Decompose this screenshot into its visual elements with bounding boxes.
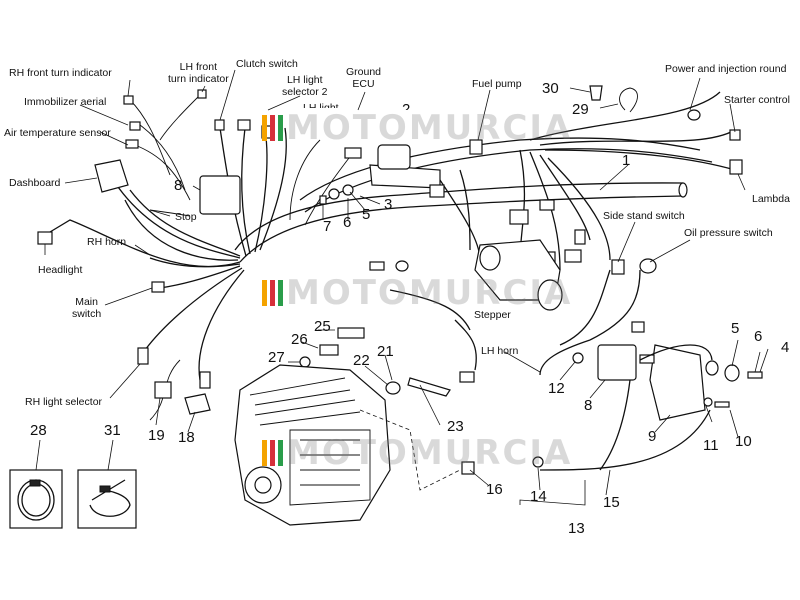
label-headlight: Headlight (38, 264, 83, 276)
ignition-coil-assembly (539, 344, 763, 471)
label-lambda: Lambda (752, 193, 790, 205)
part-number-8b: 8 (584, 397, 593, 414)
part-number-21: 21 (377, 343, 394, 360)
label-lh-light-selector-2: LH light selector 2 (282, 74, 328, 98)
watermark-stripe (278, 115, 283, 141)
label-starter-control: Starter control (724, 94, 790, 106)
watermark: MOTOMURCIA (262, 108, 572, 148)
watermark-stripe (278, 280, 283, 306)
label-rh-horn: RH horn (87, 236, 127, 248)
part-number-30: 30 (542, 80, 559, 97)
part-number-12: 12 (548, 380, 565, 397)
part-number-22: 22 (353, 352, 370, 369)
part-number-2: 2 (402, 102, 410, 110)
watermark-text: MOTOMURCIA (286, 273, 573, 313)
label-air-temperature-sensor: Air temperature sensor (4, 127, 111, 139)
engine-block (234, 364, 461, 526)
part-number-27: 27 (268, 349, 285, 366)
label-lh-horn: LH horn (481, 345, 519, 357)
watermark-stripe (270, 440, 275, 466)
watermark-stripe (262, 115, 267, 141)
label-lh-front-turn-indicator: LH front turn indicator (168, 61, 229, 85)
part-number-5: 5 (362, 206, 371, 223)
watermark-text: MOTOMURCIA (286, 433, 573, 473)
part-number-6: 6 (343, 214, 352, 231)
watermark-stripe (270, 115, 275, 141)
watermark: MOTOMURCIA (262, 433, 572, 473)
label-main-switch: Main switch (72, 296, 102, 320)
part-number-23: 23 (447, 418, 464, 435)
part-number-14: 14 (530, 488, 547, 505)
main-harness-trunk (234, 137, 713, 263)
part-number-9: 9 (648, 428, 657, 445)
part-number-1: 1 (622, 152, 631, 169)
watermark-text: MOTOMURCIA (286, 108, 573, 148)
part-number-15: 15 (603, 494, 620, 511)
leader-lines (35, 69, 769, 506)
part-number-28: 28 (30, 422, 47, 439)
watermark-stripe (262, 440, 267, 466)
part-number-18: 18 (178, 429, 195, 446)
part-number-4: 4 (781, 339, 790, 356)
part-number-16: 16 (486, 481, 503, 498)
label-stepper: Stepper (474, 309, 511, 321)
label-side-stand-switch: Side stand switch (603, 210, 685, 222)
part-number-10: 10 (735, 433, 752, 450)
label-oil-pressure-switch: Oil pressure switch (684, 227, 773, 239)
label-fuel-pump: Fuel pump (472, 78, 522, 90)
part-number-11: 11 (703, 437, 719, 454)
part-number-26: 26 (291, 331, 308, 348)
part-number-31: 31 (104, 422, 121, 439)
watermark-stripe (278, 440, 283, 466)
part-number-6b: 6 (754, 328, 763, 345)
part-number-29: 29 (572, 101, 589, 118)
part-number-3: 3 (384, 196, 393, 213)
part-number-8: 8 (174, 177, 183, 194)
connectors (37, 85, 743, 475)
label-ground-ecu: Ground ECU (346, 66, 382, 90)
watermark-stripe (270, 280, 275, 306)
label-rh-light-selector: RH light selector (25, 396, 103, 408)
label-rh-front-turn-indicator: RH front turn indicator (9, 67, 112, 79)
label-clutch-switch: Clutch switch (236, 58, 298, 70)
watermark: MOTOMURCIA (262, 273, 572, 313)
part-number-25: 25 (314, 318, 331, 335)
cable-ties (9, 469, 137, 529)
label-power-injection-round: Power and injection round (665, 63, 787, 75)
part-number-19: 19 (148, 427, 165, 444)
watermark-stripe (262, 280, 267, 306)
label-lh-light-partial: LH light (303, 102, 339, 108)
label-dashboard: Dashboard (9, 177, 61, 189)
part-number-5b: 5 (731, 320, 740, 337)
label-stop: Stop (175, 211, 197, 223)
part-number-13: 13 (568, 520, 585, 537)
part-number-7: 7 (323, 218, 332, 235)
label-immobilizer-aerial: Immobilizer aerial (24, 96, 107, 108)
